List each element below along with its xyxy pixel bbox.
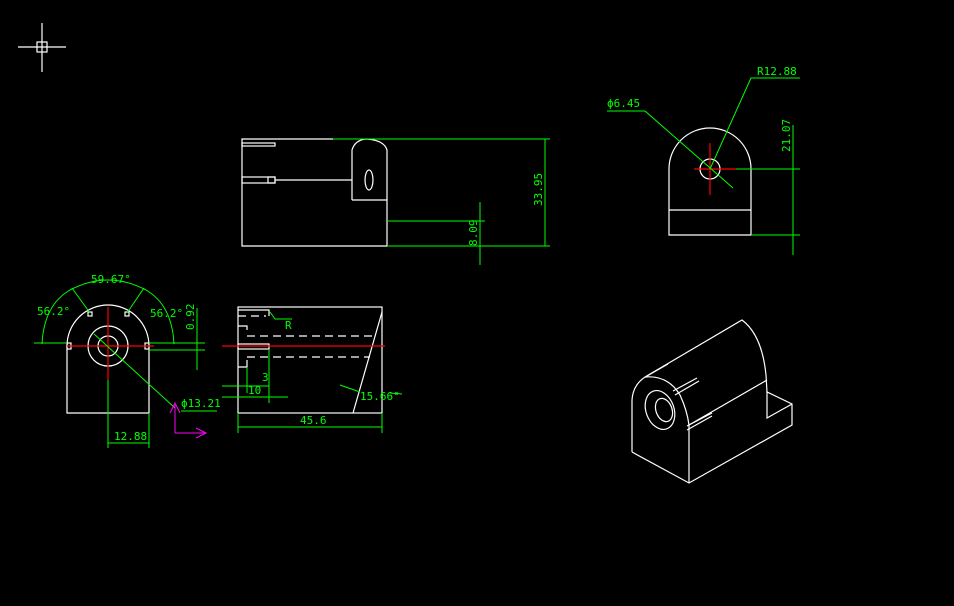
front-view: 56.2° 59.67° 56.2° 0.92 ϕ13.21 12.88 <box>34 273 221 448</box>
dim-length: 45.6 <box>300 414 327 427</box>
dim-angle: 15.66° <box>360 390 400 403</box>
dim-angle-right: 56.2° <box>150 307 183 320</box>
dim-height: 33.95 <box>532 173 545 206</box>
dim-depth: 3 <box>262 371 269 384</box>
dim-tab-height: 8.09 <box>467 220 480 247</box>
isometric-view <box>631 319 793 484</box>
top-view: 33.95 8.09 <box>241 138 550 265</box>
section-view: R 3 10 45.6 15.66° <box>222 306 403 433</box>
dim-angle-mid: 59.67° <box>91 273 131 286</box>
dim-hole-dia: ϕ6.45 <box>607 97 640 110</box>
dim-slot: 10 <box>248 384 261 397</box>
dim-offset: 0.92 <box>184 304 197 331</box>
dim-radius: R12.88 <box>757 65 797 78</box>
ucs-axis-icon <box>169 401 208 439</box>
crosshair-cursor-icon <box>18 23 66 72</box>
dim-bore-dia: ϕ13.21 <box>181 397 221 410</box>
dim-center-height: 21.07 <box>780 119 793 152</box>
dim-radius-r: R <box>285 319 292 332</box>
dim-angle-left: 56.2° <box>37 305 70 318</box>
dim-half-width: 12.88 <box>114 430 147 443</box>
right-view: ϕ6.45 R12.88 21.07 <box>607 65 800 255</box>
